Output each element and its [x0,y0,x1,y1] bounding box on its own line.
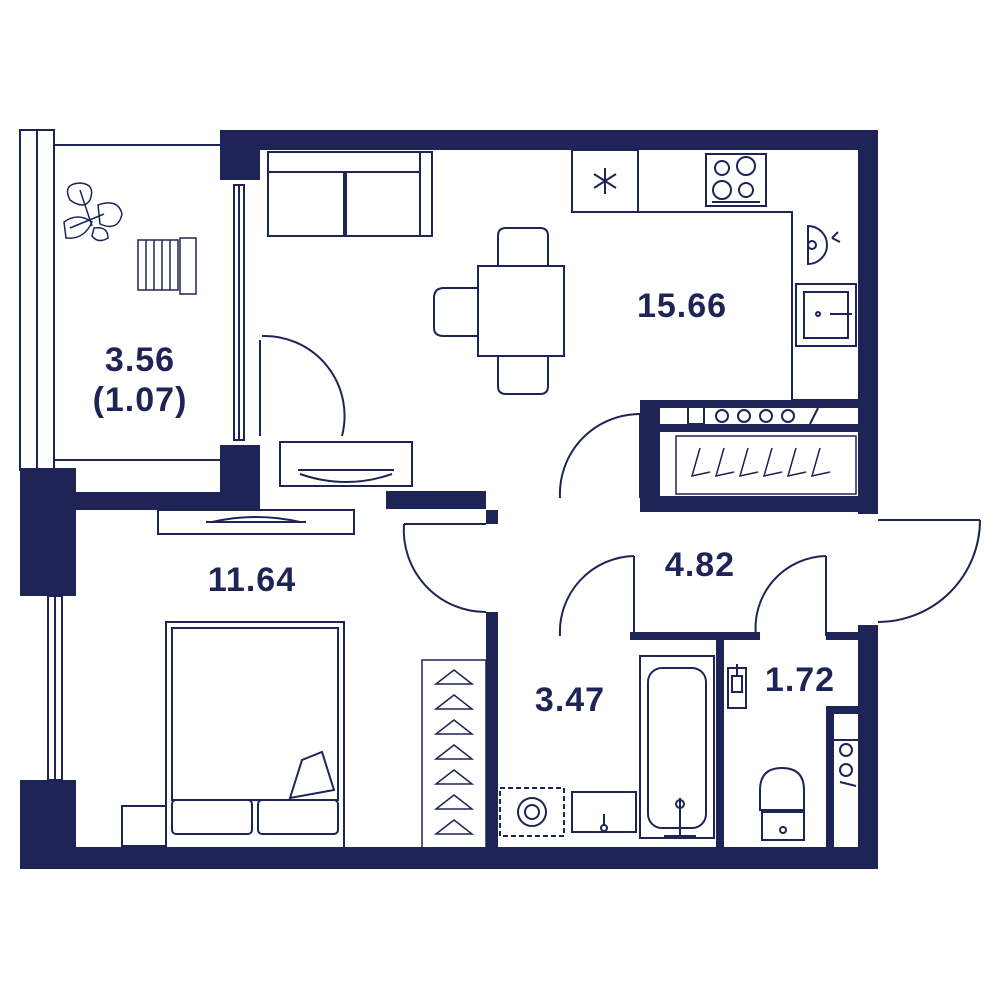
kitchen-sink-icon [795,283,857,347]
door-bathroom [558,555,635,637]
door-balcony [259,334,346,437]
balcony-reduced-area: (1.07) [92,381,188,419]
shelf-unit [834,739,858,787]
hallway-area: 4.82 [664,546,736,584]
wardrobe-icon [421,659,487,851]
washing-machine-icon [499,787,565,837]
tv-stand-icon [279,441,413,487]
balcony-area-label: 3.56 (1.07) [70,340,210,420]
stove-icon [705,153,767,207]
windows [47,184,245,781]
nightstand-icon [121,805,167,847]
bathtub-icon [639,655,715,839]
toilet-area: 1.72 [764,661,836,699]
balcony-area: 3.56 [104,341,176,379]
bathroom-area: 3.47 [534,681,606,719]
bedroom-wardrobe-top [157,509,355,535]
walls [20,130,878,869]
deck-chair-icon [137,237,197,295]
door-bedroom [402,523,487,614]
door-entrance [877,519,981,623]
sofa-icon [267,151,433,237]
door-kitchen [558,412,641,499]
bed-icon [165,621,345,849]
meter-panel [687,405,819,425]
fridge-icon [571,149,639,213]
door-toilet [754,555,827,637]
bedroom-area: 11.64 [207,561,297,599]
toilet-icon [759,766,805,841]
kitchen-living-area: 15.66 [636,287,728,325]
washbasin-icon [571,791,637,833]
water-heater-icon [727,664,747,709]
plant-icon [63,182,123,242]
faucet-icon [807,224,841,266]
balcony-glazing [19,129,220,471]
dining-table-icon [433,227,565,395]
wardrobe-icon [675,435,857,495]
